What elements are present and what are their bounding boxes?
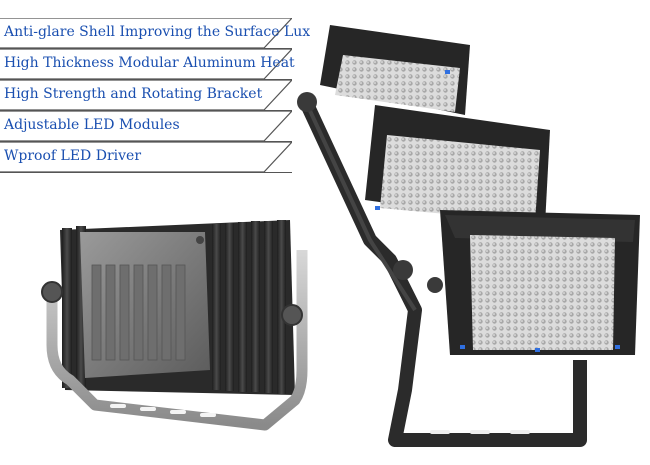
feature-list: Anti-glare Shell Improving the Surface L… [0, 18, 310, 173]
feature-label: Anti-glare Shell Improving the Surface L… [4, 24, 311, 40]
feature-item: Adjustable LED Modules [0, 111, 292, 142]
feature-frame [0, 111, 292, 141]
floodlight-front-illustration [297, 25, 640, 447]
floodlight-rear-photo [40, 210, 310, 450]
floodlight-rear-illustration [41, 220, 308, 431]
feature-item: High Strength and Rotating Bracket [0, 80, 292, 111]
feature-label: High Strength and Rotating Bracket [4, 86, 263, 102]
feature-frame [0, 142, 292, 172]
feature-item: High Thickness Modular Aluminum Heat [0, 49, 295, 80]
feature-frame [0, 18, 292, 48]
feature-label: Wproof LED Driver [4, 148, 142, 164]
floodlight-front-triple-photo [295, 10, 645, 455]
feature-frame [0, 80, 292, 110]
feature-item: Wproof LED Driver [0, 142, 292, 173]
feature-label: Adjustable LED Modules [4, 117, 180, 133]
feature-label: High Thickness Modular Aluminum Heat [4, 55, 295, 71]
feature-item: Anti-glare Shell Improving the Surface L… [0, 18, 310, 49]
feature-frame [0, 49, 292, 79]
